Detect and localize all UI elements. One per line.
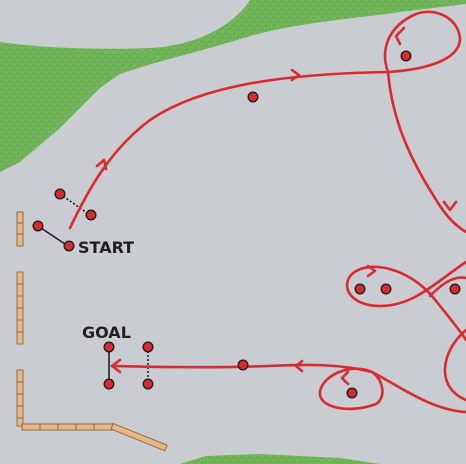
gate-lines: [37, 193, 149, 384]
goal-label: GOAL: [82, 323, 131, 342]
route-path: [68, 10, 466, 414]
arrowhead-lower-path: [294, 359, 304, 373]
route-to-goal: [110, 363, 374, 374]
marker-lower-center: [237, 359, 249, 371]
grass-bottom: [180, 454, 380, 464]
marker-upper-gate-a: [54, 188, 66, 200]
arrowhead-lower-loop: [340, 370, 350, 386]
barrier-bottom: [21, 423, 115, 431]
marker-top-center: [247, 91, 259, 103]
start-label: START: [78, 238, 134, 257]
route-lower-right: [443, 328, 466, 402]
marker-lower-right: [346, 387, 358, 399]
marker-upper-gate-b: [85, 209, 97, 221]
arrowhead-goal: [110, 358, 122, 374]
marker-start-gate-a: [32, 220, 44, 232]
barrier-left-upper: [16, 211, 24, 247]
marker-goal-gate-b: [142, 341, 154, 353]
marker-right-b: [380, 283, 392, 295]
route-right-mid-loop: [345, 260, 466, 342]
marker-goal-gate-a: [103, 341, 115, 353]
arrowhead-top: [290, 68, 301, 82]
route-lower-loop: [318, 367, 466, 414]
red-dot-marker-icon: [32, 50, 461, 399]
route-start-to-top: [68, 70, 390, 230]
chevron-arrowhead-icon: [95, 26, 458, 386]
arrowhead-descent: [442, 200, 458, 212]
route-right-upper-exit: [428, 276, 466, 298]
marker-right-a: [354, 283, 366, 295]
route-right-descent: [386, 70, 466, 234]
barrier-bottom-angled: [110, 422, 168, 452]
marker-goal-gate-d: [142, 378, 154, 390]
marker-top-right: [400, 50, 412, 62]
marker-start-gate-b: [63, 240, 75, 252]
arrowhead-top-loop: [394, 26, 406, 46]
barrier-left-lower: [16, 369, 24, 427]
arrowhead-mid-loop: [366, 264, 377, 278]
arrowhead-start: [95, 158, 108, 171]
marker-right-c: [449, 283, 461, 295]
start-gate-line: [37, 225, 69, 247]
barrier-joints: [17, 222, 95, 430]
route-top-loop: [383, 10, 462, 74]
barrier-segments: [16, 211, 168, 452]
grass-top-strip: [250, 0, 466, 4]
grass-top-left: [0, 0, 466, 172]
marker-goal-gate-c: [103, 378, 115, 390]
